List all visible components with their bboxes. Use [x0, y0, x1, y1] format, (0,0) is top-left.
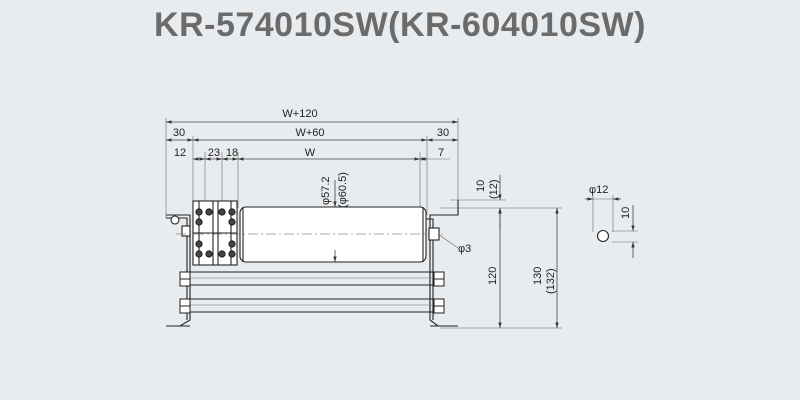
dim-left-offset: 12 [174, 147, 186, 159]
dim-detail-hole-diameter: φ12 [589, 184, 608, 196]
dimension-labels: W+120 30 W+60 30 12 23 18 W 7 φ57.2 (φ60… [173, 108, 632, 294]
dim-frame-height: 120 [487, 267, 499, 285]
dim-roller-diameter: φ57.2 [320, 176, 332, 205]
dim-total-height: 130 [532, 267, 544, 285]
dim-sprocket-2: 18 [226, 147, 238, 159]
frame-bolts [179, 271, 445, 314]
dim-top-offset-alt: (12) [488, 179, 500, 199]
dim-roller-width: W [305, 147, 316, 159]
dim-right-offset: 7 [438, 147, 444, 159]
dim-total-width: W+120 [282, 108, 317, 120]
dim-frame-width: W+60 [295, 127, 324, 139]
dim-detail-hole-height: 10 [620, 207, 632, 219]
lower-frame [166, 271, 458, 327]
roller [176, 180, 446, 263]
dim-sprocket-1: 23 [208, 147, 220, 159]
horizontal-dimensions [166, 120, 458, 161]
dim-total-height-alt: (132) [545, 268, 557, 294]
dim-right-flange: 30 [437, 127, 449, 139]
hole-detail [585, 195, 638, 258]
dim-left-flange: 30 [173, 127, 185, 139]
dim-roller-diameter-alt: (φ60.5) [337, 172, 349, 208]
sprocket-assembly [192, 200, 238, 266]
vertical-dimensions [498, 175, 559, 328]
chain-bolts [195, 208, 236, 258]
page-title: KR-574010SW(KR-604010SW) [154, 6, 646, 44]
dim-hole-diameter: φ3 [458, 243, 471, 255]
dim-top-offset: 10 [475, 180, 487, 192]
